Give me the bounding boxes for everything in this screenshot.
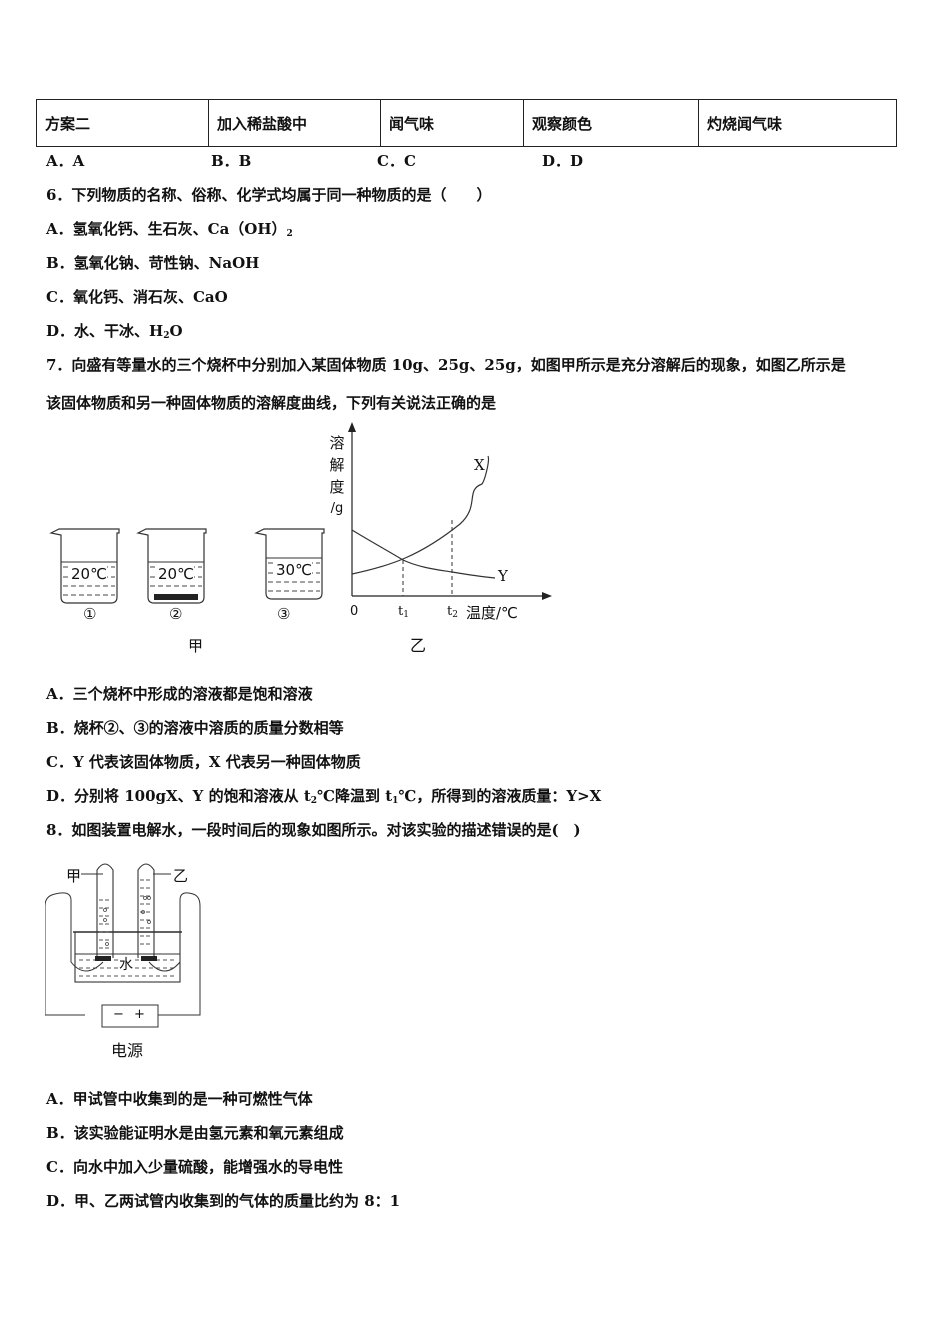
subscript: 1 [392,796,399,806]
y-axis-label: 溶 解 度 /g [327,432,347,520]
power-minus: − [113,1007,124,1022]
origin-label: 0 [350,604,359,619]
y-label-char: 解 [329,456,345,474]
electrolysis-apparatus-figure: 甲 乙 水 − + 电源 [45,850,215,1065]
subscript: 2 [452,610,458,620]
table-cell: 观察颜色 [523,99,699,147]
figure-yi-caption: 乙 [410,636,427,655]
y-label-char: /g [330,501,344,516]
q8-option-a[interactable]: A．甲试管中收集到的是一种可燃性气体 [46,1090,313,1108]
option-c[interactable]: C．C [377,152,416,170]
water-label: 水 [119,957,133,973]
option-b[interactable]: B．B [211,152,252,170]
option-text: A．氢氧化钙、生石灰、Ca（OH） [46,220,287,238]
q8-option-c[interactable]: C．向水中加入少量硫酸，能增强水的导电性 [46,1158,343,1176]
figure-jia-beakers: 20℃ 20℃ 30℃ ① ② ③ 甲 [45,525,345,660]
t2-label: t2 [447,604,458,620]
beaker-3-label: ③ [277,605,291,623]
q7-option-c[interactable]: C．Y 代表该固体物质，X 代表另一种固体物质 [46,753,361,771]
power-plus: + [134,1007,145,1022]
q7-option-d[interactable]: D．分别将 100gX、Y 的饱和溶液从 t2℃降温到 t1℃，所得到的溶液质量… [46,786,601,811]
y-label-char: 溶 [329,434,345,452]
solubility-curves [348,422,552,600]
power-source-label: 电源 [111,1041,144,1060]
q8-option-b[interactable]: B．该实验能证明水是由氢元素和氧元素组成 [46,1124,344,1142]
curve-y-label: Y [498,567,508,585]
q6-stem: 6．下列物质的名称、俗称、化学式均属于同一种物质的是（ ） [46,186,492,204]
table-cell: 灼烧闻气味 [698,99,897,147]
subscript: 1 [403,610,409,620]
option-text: ℃降温到 t [317,787,393,805]
tick-text: t [398,604,404,619]
q6-option-b[interactable]: B．氢氧化钠、苛性钠、NaOH [46,254,260,272]
q7-option-b[interactable]: B．烧杯②、③的溶液中溶质的质量分数相等 [46,719,344,737]
curve-x-label: X [474,456,485,474]
subscript: 2 [310,796,318,806]
table-cell: 加入稀盐酸中 [208,99,381,147]
tube-jia-label: 甲 [66,867,82,885]
figure-jia-caption: 甲 [188,637,204,655]
beaker-2-label: ② [169,605,183,623]
beaker-3-temp: 30℃ [276,561,312,579]
option-text: D．水、干冰、H [46,322,164,340]
q6-option-d[interactable]: D．水、干冰、H2O [46,321,183,346]
beaker-2-temp: 20℃ [158,565,194,583]
q5-scheme-table: 方案二 加入稀盐酸中 闻气味 观察颜色 灼烧闻气味 [36,99,897,147]
beaker-1-label: ① [83,605,97,623]
table-cell: 闻气味 [380,99,524,147]
beaker-1-temp: 20℃ [71,565,107,583]
x-axis-label: 温度/℃ [466,604,518,622]
option-a[interactable]: A．A [46,152,85,170]
option-text: D．分别将 100gX、Y 的饱和溶液从 t [46,787,311,805]
table-cell: 方案二 [36,99,209,147]
q7-stem-line1: 7．向盛有等量水的三个烧杯中分别加入某固体物质 10g、25g、25g，如图甲所… [46,356,846,374]
option-text: O [169,322,183,340]
option-d[interactable]: D．D [542,152,584,170]
q6-option-a[interactable]: A．氢氧化钙、生石灰、Ca（OH）2 [46,219,293,244]
q5-options: A．A B．B C．C D．D [46,151,906,171]
table-row: 方案二 加入稀盐酸中 闻气味 观察颜色 灼烧闻气味 [36,99,897,147]
option-text: ℃，所得到的溶液质量：Y>X [398,787,602,805]
y-label-char: 度 [329,478,345,496]
q8-option-d[interactable]: D．甲、乙两试管内收集到的气体的质量比约为 8：1 [46,1192,401,1210]
tick-text: t [447,604,453,619]
q7-stem-line2: 该固体物质和另一种固体物质的溶解度曲线，下列有关说法正确的是 [46,394,497,412]
subscript: 2 [163,331,170,341]
t1-label: t1 [398,604,409,620]
figure-yi-solubility-chart: 溶 解 度 /g X Y 0 t1 t2 温度/℃ 乙 [320,420,560,660]
subscript: 2 [286,229,293,239]
q6-option-c[interactable]: C．氧化钙、消石灰、CaO [46,288,228,306]
tube-yi-label: 乙 [173,867,189,885]
q7-option-a[interactable]: A．三个烧杯中形成的溶液都是饱和溶液 [46,685,313,703]
q8-stem: 8．如图装置电解水，一段时间后的现象如图所示。对该实验的描述错误的是( ) [46,821,581,839]
